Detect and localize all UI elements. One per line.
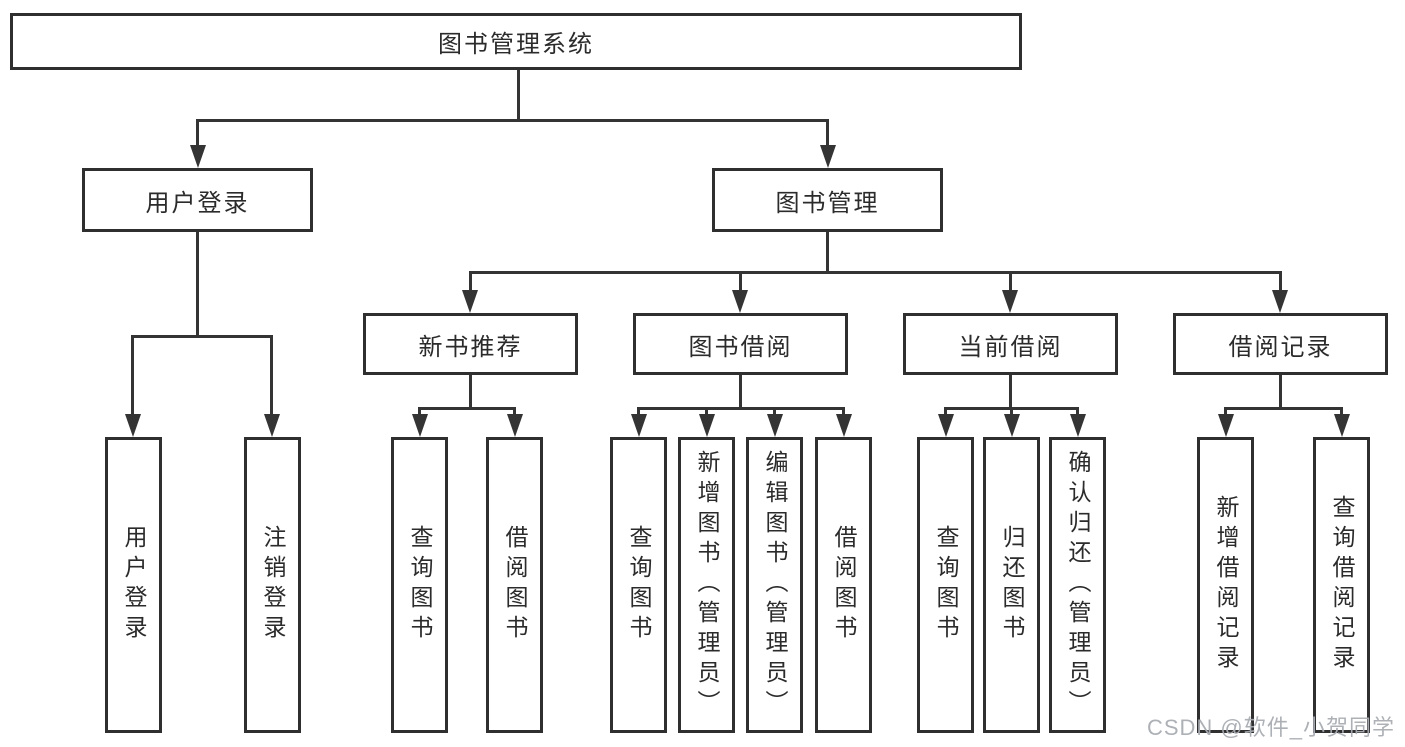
node-bb-add-books-label: 新增图书（管理员） — [694, 450, 720, 720]
node-bb-query-books-label: 查询图书 — [626, 525, 652, 645]
node-bb-add-books: 新增图书（管理员） — [678, 437, 735, 733]
connector-book-trunk — [826, 232, 829, 274]
node-user-login: 用户登录 — [105, 437, 162, 733]
node-cb-return-books: 归还图书 — [983, 437, 1040, 733]
arrow-br-add — [1218, 414, 1234, 437]
arrow-new-book-rec — [462, 290, 478, 313]
arrow-user-login-branch — [190, 145, 206, 168]
connector-drop-new-book-rec — [469, 271, 472, 293]
node-borrow-records-label: 借阅记录 — [1228, 333, 1333, 361]
connector-bb-trunk — [739, 375, 742, 410]
node-book-mgmt-branch: 图书管理 — [712, 168, 943, 232]
node-cb-query-books-label: 查询图书 — [933, 525, 959, 645]
connector-level3-rail — [469, 271, 1282, 274]
connector-drop-logout — [270, 335, 273, 416]
node-cb-query-books: 查询图书 — [917, 437, 974, 733]
arrow-cb-return — [1004, 414, 1020, 437]
node-user-login-label: 用户登录 — [121, 525, 147, 645]
arrow-br-query — [1334, 414, 1350, 437]
node-root-label: 图书管理系统 — [438, 31, 594, 58]
node-bb-borrow-books-label: 借阅图书 — [831, 525, 857, 645]
connector-level2-rail — [196, 119, 829, 122]
connector-br-rail — [1224, 407, 1343, 410]
node-rec-borrow-books-label: 借阅图书 — [502, 525, 528, 645]
node-br-add-record-label: 新增借阅记录 — [1213, 495, 1239, 675]
connector-root-trunk — [517, 70, 520, 121]
connector-drop-book-mgmt-branch — [826, 119, 829, 147]
node-new-book-rec: 新书推荐 — [363, 313, 578, 375]
node-cb-return-books-label: 归还图书 — [999, 525, 1025, 645]
arrow-borrow-records — [1272, 290, 1288, 313]
connector-user-trunk — [196, 232, 199, 338]
arrow-bb-add — [699, 414, 715, 437]
arrow-cb-confirm — [1070, 414, 1086, 437]
connector-cb-trunk — [1009, 375, 1012, 410]
node-logout-label: 注销登录 — [260, 525, 286, 645]
node-borrow-records: 借阅记录 — [1173, 313, 1388, 375]
node-logout: 注销登录 — [244, 437, 301, 733]
node-cb-confirm-return: 确认归还（管理员） — [1049, 437, 1106, 733]
node-book-borrow-label: 图书借阅 — [688, 333, 793, 361]
connector-drop-bb-query — [637, 407, 640, 417]
node-rec-query-books: 查询图书 — [391, 437, 448, 733]
arrow-cb-query — [938, 414, 954, 437]
node-br-query-record-label: 查询借阅记录 — [1329, 495, 1355, 675]
connector-drop-cb-confirm — [1076, 407, 1079, 417]
node-current-borrow: 当前借阅 — [903, 313, 1118, 375]
connector-rec-trunk — [469, 375, 472, 410]
node-user-login-branch: 用户登录 — [82, 168, 313, 232]
node-bb-borrow-books: 借阅图书 — [815, 437, 872, 733]
arrow-rec-query — [412, 414, 428, 437]
connector-drop-br-add — [1224, 407, 1227, 417]
connector-drop-bb-add — [705, 407, 708, 417]
arrow-rec-borrow — [507, 414, 523, 437]
connector-drop-borrow-records — [1279, 271, 1282, 293]
node-new-book-rec-label: 新书推荐 — [418, 333, 523, 361]
node-bb-query-books: 查询图书 — [610, 437, 667, 733]
node-rec-query-books-label: 查询图书 — [407, 525, 433, 645]
connector-drop-rec-query — [418, 407, 421, 417]
connector-drop-user-login — [131, 335, 134, 416]
connector-drop-br-query — [1340, 407, 1343, 417]
arrow-user-login — [125, 414, 141, 437]
node-bb-edit-books-label: 编辑图书（管理员） — [762, 450, 788, 720]
connector-drop-current-borrow — [1009, 271, 1012, 293]
csdn-watermark: CSDN @软件_小贺同学 — [1146, 715, 1395, 740]
arrow-logout — [264, 414, 280, 437]
arrow-book-borrow — [732, 290, 748, 313]
node-book-borrow: 图书借阅 — [633, 313, 848, 375]
node-rec-borrow-books: 借阅图书 — [486, 437, 543, 733]
connector-drop-cb-query — [944, 407, 947, 417]
node-br-add-record: 新增借阅记录 — [1197, 437, 1254, 733]
node-root: 图书管理系统 — [10, 13, 1022, 70]
connector-rec-rail — [418, 407, 516, 410]
arrow-book-mgmt-branch — [820, 145, 836, 168]
node-user-login-branch-label: 用户登录 — [145, 189, 250, 217]
arrow-bb-query — [631, 414, 647, 437]
node-current-borrow-label: 当前借阅 — [958, 333, 1063, 361]
connector-drop-book-borrow — [739, 271, 742, 293]
connector-user-rail — [131, 335, 273, 338]
connector-drop-cb-return — [1010, 407, 1013, 417]
connector-bb-rail — [637, 407, 845, 410]
node-bb-edit-books: 编辑图书（管理员） — [746, 437, 803, 733]
arrow-bb-borrow — [836, 414, 852, 437]
node-book-mgmt-branch-label: 图书管理 — [775, 189, 880, 217]
node-cb-confirm-return-label: 确认归还（管理员） — [1065, 450, 1091, 720]
connector-br-trunk — [1279, 375, 1282, 410]
arrow-bb-edit — [767, 414, 783, 437]
connector-drop-bb-borrow — [842, 407, 845, 417]
arrow-current-borrow — [1002, 290, 1018, 313]
connector-drop-bb-edit — [773, 407, 776, 417]
node-br-query-record: 查询借阅记录 — [1313, 437, 1370, 733]
connector-drop-rec-borrow — [513, 407, 516, 417]
connector-drop-user-login-branch — [196, 119, 199, 147]
